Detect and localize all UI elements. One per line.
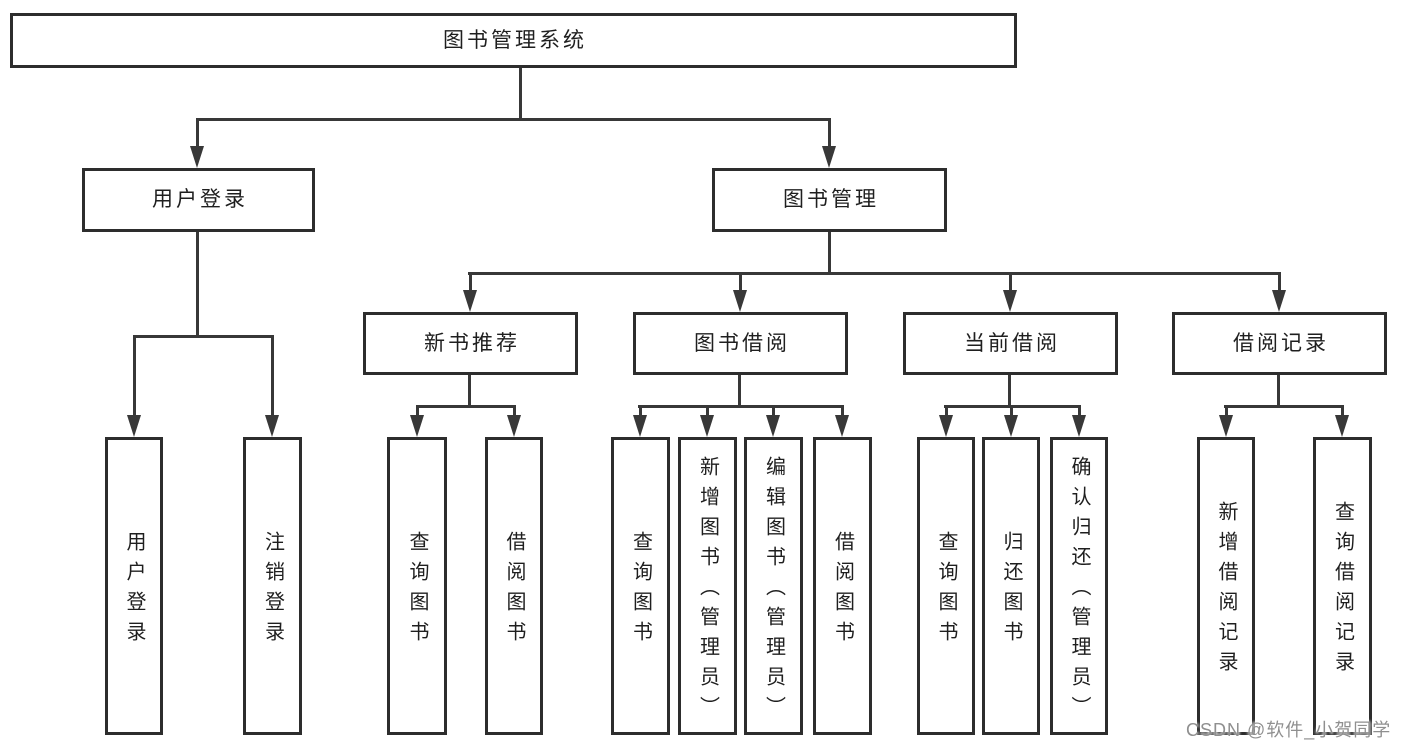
leaf-edit-book-admin: 编辑图书（管理员） (744, 437, 803, 735)
arrow-to-leaf-edit-book (766, 405, 781, 437)
arrow-to-book-mgmt (822, 118, 837, 168)
arrow-to-leaf-borrow-books-2 (835, 405, 850, 437)
node-borrow-records: 借阅记录 (1172, 312, 1387, 375)
arrow-to-current-borrow (1003, 272, 1018, 312)
connector-borrow-records-stub (1277, 375, 1280, 408)
leaf-query-borrow-record: 查询借阅记录 (1313, 437, 1372, 735)
node-library-system-label: 图书管理系统 (443, 28, 587, 52)
arrow-to-leaf-confirm-return (1072, 405, 1087, 437)
leaf-confirm-return-admin-label: 确认归还（管理员） (1068, 456, 1090, 726)
leaf-add-borrow-record-label: 新增借阅记录 (1215, 501, 1237, 681)
arrow-to-borrow-records (1272, 272, 1287, 312)
node-borrow-records-label: 借阅记录 (1233, 331, 1329, 355)
node-book-borrow-label: 图书借阅 (694, 331, 790, 355)
leaf-edit-book-admin-label: 编辑图书（管理员） (762, 456, 785, 726)
connector-user-login-stub (196, 232, 199, 338)
node-new-book-recommend: 新书推荐 (363, 312, 578, 375)
leaf-return-books: 归还图书 (982, 437, 1040, 735)
leaf-return-books-label: 归还图书 (1000, 531, 1022, 651)
leaf-logout-label: 注销登录 (261, 531, 284, 651)
connector-root-stub (519, 68, 522, 121)
leaf-query-books-3: 查询图书 (917, 437, 975, 735)
node-book-borrow: 图书借阅 (633, 312, 848, 375)
node-user-login: 用户登录 (82, 168, 315, 232)
arrow-to-leaf-add-book (700, 405, 715, 437)
leaf-add-borrow-record: 新增借阅记录 (1197, 437, 1255, 735)
leaf-add-book-admin: 新增图书（管理员） (678, 437, 737, 735)
connector-book-mgmt-stub (828, 232, 831, 275)
connector-root-rail (196, 118, 831, 121)
node-library-system: 图书管理系统 (10, 13, 1017, 68)
csdn-watermark: CSDN @软件_小贺同学 (1186, 720, 1392, 740)
arrow-to-leaf-query-borrow-record (1335, 405, 1350, 437)
connector-book-borrow-stub (738, 375, 741, 408)
leaf-user-login-label: 用户登录 (123, 531, 145, 651)
arrow-to-leaf-logout (265, 335, 280, 437)
arrow-to-leaf-borrow-books-1 (507, 405, 522, 437)
leaf-query-borrow-record-label: 查询借阅记录 (1331, 501, 1354, 681)
node-book-management-label: 图书管理 (783, 188, 879, 212)
leaf-query-books-3-label: 查询图书 (935, 531, 957, 651)
arrow-to-new-rec (463, 272, 478, 312)
connector-current-borrow-stub (1008, 375, 1011, 408)
arrow-to-leaf-query-books-2 (633, 405, 648, 437)
leaf-confirm-return-admin: 确认归还（管理员） (1050, 437, 1108, 735)
connector-new-rec-rail (416, 405, 516, 408)
leaf-borrow-books-2: 借阅图书 (813, 437, 872, 735)
leaf-query-books-1: 查询图书 (387, 437, 447, 735)
arrow-to-leaf-add-borrow-record (1219, 405, 1234, 437)
node-current-borrow: 当前借阅 (903, 312, 1118, 375)
leaf-add-book-admin-label: 新增图书（管理员） (696, 456, 719, 726)
leaf-query-books-1-label: 查询图书 (406, 531, 428, 651)
connector-user-login-rail (133, 335, 274, 338)
leaf-query-books-2: 查询图书 (611, 437, 670, 735)
connector-book-borrow-rail (638, 405, 844, 408)
leaf-user-login: 用户登录 (105, 437, 163, 735)
arrow-to-leaf-query-books-3 (939, 405, 954, 437)
arrow-to-leaf-return-books (1004, 405, 1019, 437)
leaf-borrow-books-2-label: 借阅图书 (831, 531, 854, 651)
node-current-borrow-label: 当前借阅 (964, 331, 1060, 355)
node-user-login-label: 用户登录 (152, 188, 248, 212)
arrow-to-book-borrow (733, 272, 748, 312)
connector-new-rec-stub (468, 375, 471, 408)
node-new-book-recommend-label: 新书推荐 (424, 331, 520, 355)
arrow-to-leaf-query-books-1 (410, 405, 425, 437)
arrow-to-leaf-user-login (127, 335, 142, 437)
leaf-query-books-2-label: 查询图书 (629, 531, 652, 651)
leaf-borrow-books-1: 借阅图书 (485, 437, 543, 735)
connector-book-mgmt-rail (468, 272, 1281, 275)
leaf-logout: 注销登录 (243, 437, 302, 735)
connector-borrow-records-rail (1224, 405, 1344, 408)
leaf-borrow-books-1-label: 借阅图书 (503, 531, 525, 651)
node-book-management: 图书管理 (712, 168, 947, 232)
arrow-to-user-login (190, 118, 205, 168)
